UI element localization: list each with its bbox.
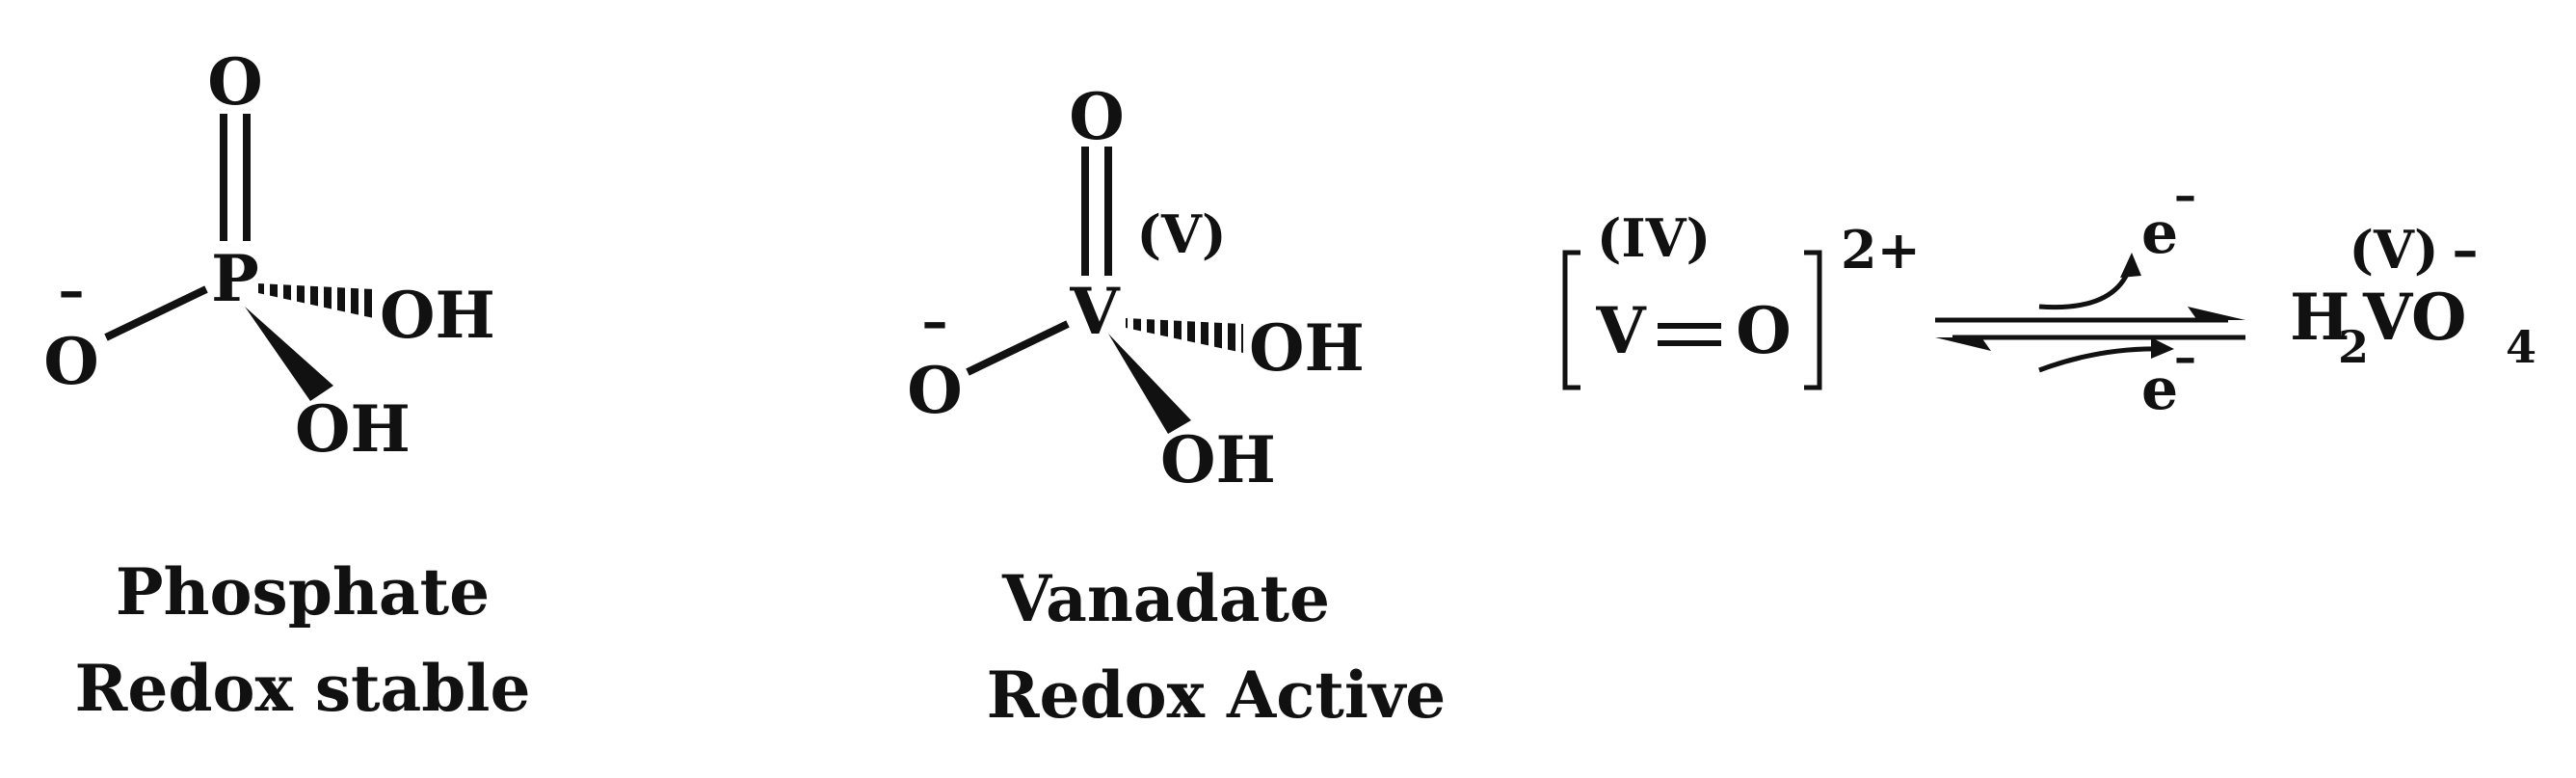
electron-release-arrowhead (2120, 253, 2141, 278)
vanadate-hashed-wedge (1126, 318, 1243, 353)
product-charge: – (2453, 219, 2479, 281)
electron-uptake-arrowhead (2151, 337, 2174, 359)
forward-arrow-head (2188, 307, 2245, 320)
vanadate-oxidation-state: (V) (1137, 203, 1227, 265)
electron-release-curve (2038, 259, 2135, 310)
electron-bottom-label: e (2141, 356, 2178, 423)
reverse-arrow-head (1935, 337, 1991, 351)
vanadate-bottom-hydroxyl: OH (1160, 422, 1276, 497)
product-hydrogen-subscript: 2 (2338, 321, 2369, 373)
phosphate-bottom-hydroxyl: OH (295, 391, 411, 467)
phosphate-top-oxygen: O (207, 44, 263, 120)
product-oxygen-subscript: 4 (2506, 321, 2536, 373)
vanadate-top-oxygen: O (1069, 79, 1125, 154)
electron-top-label: e (2141, 200, 2178, 267)
vanadate-single-bond (966, 320, 1070, 376)
vanadate-caption-name: Vanadate (1001, 561, 1330, 636)
phosphate-caption-property: Redox stable (75, 651, 531, 726)
equilibrium-arrows: e – e – (1935, 169, 2245, 423)
vanadyl-reactant: (IV) V O 2+ (1562, 207, 1921, 390)
phosphate-hashed-wedge (258, 283, 374, 318)
left-bracket (1562, 250, 1580, 390)
vanadate-caption-property: Redox Active (987, 657, 1447, 733)
electron-uptake-curve (2038, 346, 2165, 373)
vanadate-structure: O (V) V OH OH O – (907, 79, 1365, 497)
vanadyl-oxygen: O (1736, 293, 1792, 368)
phosphate-single-bond (104, 285, 208, 341)
phosphate-caption-name: Phosphate (116, 554, 490, 630)
vanadate-product: (V) – H 2 VO 4 (2290, 219, 2536, 373)
product-oxidation-state: (V) (2350, 219, 2439, 281)
phosphate-structure: O P OH OH O – (43, 44, 495, 467)
vanadate-vanadium: V (1069, 274, 1121, 349)
right-bracket (1804, 250, 1822, 390)
phosphate-phosphorus: P (211, 241, 259, 316)
product-vanadium-oxygen: VO (2362, 280, 2467, 355)
vanadate-solid-wedge (1108, 334, 1191, 434)
vanadate-right-hydroxyl: OH (1249, 310, 1365, 386)
vanadyl-charge: 2+ (1841, 219, 1921, 281)
phosphate-right-hydroxyl: OH (380, 278, 495, 353)
vanadate-negative-charge: – (922, 290, 948, 352)
phosphate-left-oxygen: O (43, 324, 99, 399)
vanadyl-vanadium: V (1595, 293, 1647, 368)
product-hydrogen: H (2290, 280, 2350, 355)
vanadate-left-oxygen: O (907, 353, 963, 428)
phosphate-negative-charge: – (59, 259, 85, 321)
electron-bottom-sign: – (2174, 331, 2196, 383)
phosphate-solid-wedge (245, 307, 333, 401)
vanadyl-oxidation-state: (IV) (1597, 207, 1711, 269)
electron-top-sign: – (2174, 169, 2196, 221)
